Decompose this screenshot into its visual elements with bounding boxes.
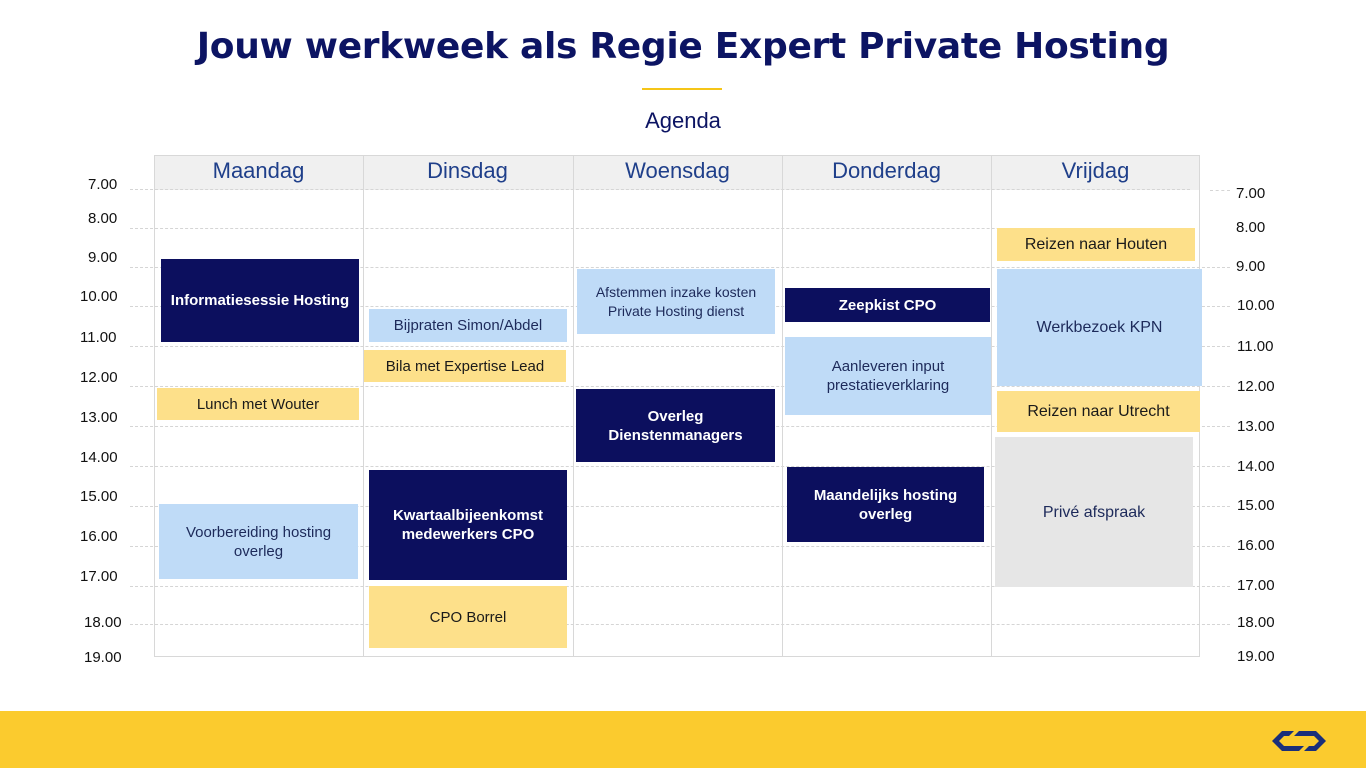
time-label: 18.00 bbox=[84, 614, 122, 631]
page-title: Jouw werkweek als Regie Expert Private H… bbox=[196, 26, 1170, 67]
event-voorbereiding-hosting-overleg[interactable]: Voorbereiding hosting overleg bbox=[159, 504, 358, 579]
time-label: 19.00 bbox=[84, 649, 122, 666]
event-aanleveren-input[interactable]: Aanleveren input prestatieverklaring bbox=[785, 337, 991, 415]
event-informatiesessie-hosting[interactable]: Informatiesessie Hosting bbox=[161, 259, 359, 342]
hour-line bbox=[130, 386, 1230, 387]
time-label: 12.00 bbox=[1237, 378, 1275, 395]
page-subtitle: Agenda bbox=[645, 108, 721, 133]
hour-line bbox=[130, 546, 1230, 547]
title-underline bbox=[642, 88, 722, 90]
time-label: 16.00 bbox=[80, 528, 118, 545]
hour-line bbox=[130, 346, 1230, 347]
time-label: 11.00 bbox=[80, 329, 117, 346]
event-bila-met-expertise-lead[interactable]: Bila met Expertise Lead bbox=[364, 350, 566, 382]
day-header-maandag: Maandag bbox=[212, 158, 305, 183]
hour-line bbox=[130, 189, 1190, 190]
day-header-dinsdag: Dinsdag bbox=[427, 158, 508, 183]
column-divider bbox=[363, 155, 364, 657]
event-maandelijks-hosting-overleg[interactable]: Maandelijks hosting overleg bbox=[787, 467, 984, 542]
day-header-woensdag: Woensdag bbox=[625, 158, 730, 183]
time-label: 13.00 bbox=[1237, 418, 1275, 435]
day-header-row bbox=[154, 155, 1200, 190]
hour-line bbox=[130, 506, 1230, 507]
event-reizen-naar-utrecht[interactable]: Reizen naar Utrecht bbox=[997, 391, 1200, 432]
time-label: 19.00 bbox=[1237, 648, 1275, 665]
event-zeepkist-cpo[interactable]: Zeepkist CPO bbox=[785, 288, 990, 322]
time-label: 15.00 bbox=[1237, 497, 1275, 514]
event-cpo-borrel[interactable]: CPO Borrel bbox=[369, 586, 567, 648]
time-label: 15.00 bbox=[80, 488, 118, 505]
time-label: 13.00 bbox=[80, 409, 118, 426]
column-divider bbox=[991, 155, 992, 657]
time-label: 17.00 bbox=[1237, 577, 1275, 594]
hour-line bbox=[130, 624, 1230, 625]
hour-line bbox=[130, 586, 1230, 587]
time-label: 11.00 bbox=[1237, 338, 1274, 355]
hour-line bbox=[130, 466, 1230, 467]
time-label: 8.00 bbox=[88, 210, 118, 227]
time-label: 8.00 bbox=[1236, 219, 1266, 236]
column-divider bbox=[782, 155, 783, 657]
time-label: 12.00 bbox=[80, 369, 118, 386]
time-label: 10.00 bbox=[80, 288, 118, 305]
time-label: 14.00 bbox=[1237, 458, 1275, 475]
day-header-vrijdag: Vrijdag bbox=[1061, 158, 1130, 183]
hour-line bbox=[130, 267, 1230, 268]
event-prive-afspraak[interactable]: Privé afspraak bbox=[995, 437, 1193, 587]
event-reizen-naar-houten[interactable]: Reizen naar Houten bbox=[997, 228, 1195, 261]
time-label: 7.00 bbox=[88, 176, 118, 193]
footer-bar bbox=[0, 711, 1366, 768]
time-label: 7.00 bbox=[1236, 185, 1266, 202]
hour-line bbox=[130, 228, 1190, 229]
event-bijpraten-simon-abdel[interactable]: Bijpraten Simon/Abdel bbox=[369, 309, 567, 342]
event-overleg-dienstenmanagers[interactable]: Overleg Dienstenmanagers bbox=[576, 389, 775, 462]
time-label: 18.00 bbox=[1237, 614, 1275, 631]
hour-line bbox=[1210, 190, 1230, 191]
time-label: 9.00 bbox=[1236, 258, 1266, 275]
event-afstemmen-kosten[interactable]: Afstemmen inzake kosten Private Hosting … bbox=[577, 269, 775, 334]
event-lunch-met-wouter[interactable]: Lunch met Wouter bbox=[157, 388, 359, 420]
column-divider bbox=[573, 155, 574, 657]
time-label: 9.00 bbox=[88, 249, 118, 266]
time-label: 14.00 bbox=[80, 449, 118, 466]
ns-logo-icon bbox=[1272, 731, 1326, 751]
event-kwartaalbijeenkomst[interactable]: Kwartaalbijeenkomst medewerkers CPO bbox=[369, 470, 567, 580]
time-label: 10.00 bbox=[1237, 297, 1275, 314]
day-header-donderdag: Donderdag bbox=[832, 158, 941, 183]
time-label: 17.00 bbox=[80, 568, 118, 585]
event-werkbezoek-kpn[interactable]: Werkbezoek KPN bbox=[997, 269, 1202, 386]
time-label: 16.00 bbox=[1237, 537, 1275, 554]
